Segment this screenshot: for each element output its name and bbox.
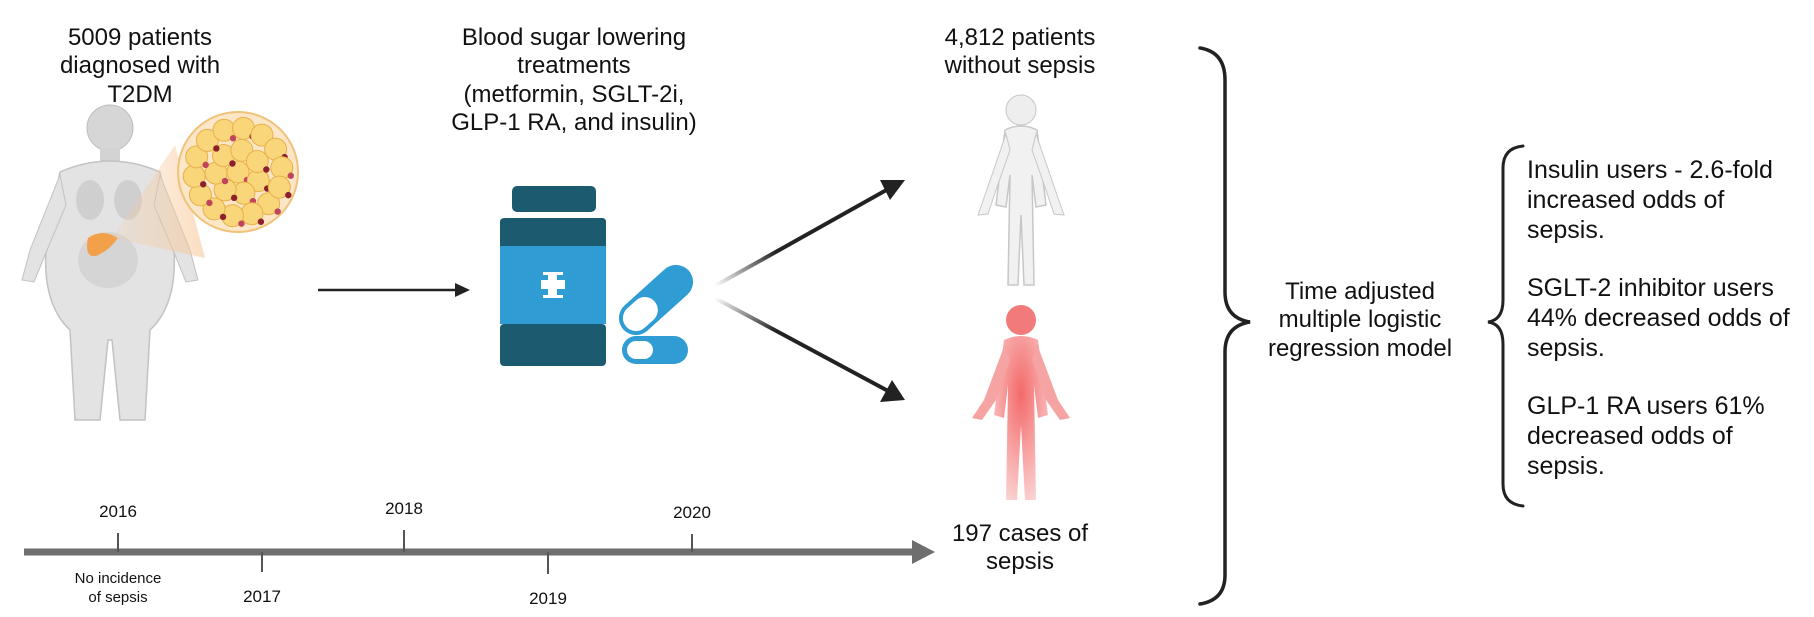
- tablet-pill-icon: [622, 336, 688, 364]
- inflammatory-cell: [206, 199, 213, 207]
- result-insulin-line-3: sepsis.: [1527, 216, 1605, 244]
- inflammatory-cell: [238, 220, 245, 227]
- result-sglt2-line-2: 44% decreased odds of: [1527, 304, 1790, 332]
- model-label: Time adjusted multiple logistic regressi…: [1245, 278, 1475, 363]
- fat-cell: [250, 123, 274, 147]
- large-curly-brace: [1198, 46, 1251, 606]
- inflammatory-cell: [202, 161, 209, 169]
- fat-tissue-magnified-icon: [112, 111, 299, 258]
- result-glp1-line-1: GLP-1 RA users 61%: [1527, 392, 1765, 420]
- result-sglt2-line-1: SGLT-2 inhibitor users: [1527, 274, 1774, 302]
- cohort-line-2: diagnosed with T2DM: [59, 52, 221, 108]
- year-2020-label: 2020: [673, 503, 711, 522]
- no-sepsis-label: 4,812 patients without sepsis: [930, 24, 1110, 81]
- pancreas-icon: [87, 233, 118, 257]
- inflammatory-cell: [285, 191, 292, 199]
- treatments-line-4: GLP-1 RA, and insulin): [451, 108, 697, 136]
- fat-cell: [195, 128, 219, 152]
- fat-cell: [245, 149, 269, 173]
- inflammatory-cell: [200, 181, 207, 188]
- treatments-line-2: treatments: [517, 52, 631, 80]
- model-line-3: regression model: [1267, 334, 1453, 362]
- year-2019-label: 2019: [529, 589, 567, 608]
- timeline: [24, 530, 935, 574]
- result-sglt2-line-3: sepsis.: [1527, 334, 1605, 362]
- sepsis-label: 197 cases of sepsis: [930, 520, 1110, 577]
- treatments-label: Blood sugar lowering treatments (metform…: [438, 24, 710, 137]
- sepsis-line-1: 197 cases of: [951, 520, 1089, 547]
- result-insulin-line-1: Insulin users - 2.6-fold: [1527, 156, 1773, 184]
- arrow-to-sepsis: [714, 296, 905, 402]
- result-insulin-line-2: increased odds of: [1527, 186, 1725, 214]
- no-sepsis-line-2: without sepsis: [944, 52, 1096, 80]
- results-list: Insulin users - 2.6-fold increased odds …: [1527, 155, 1812, 481]
- inflammatory-cell: [219, 213, 227, 221]
- treatments-line-3: (metformin, SGLT-2i,: [463, 80, 685, 108]
- arrow-to-treatments: [318, 283, 470, 297]
- capsule-pill-icon: [618, 264, 694, 336]
- inflammatory-cell: [274, 208, 281, 215]
- model-line-1: Time adjusted: [1285, 278, 1435, 305]
- no-sepsis-line-1: 4,812 patients: [944, 24, 1096, 51]
- inflammatory-cell: [229, 160, 236, 167]
- sepsis-line-2: sepsis: [985, 548, 1055, 576]
- inflammatory-cell: [263, 166, 270, 173]
- year-2016-label: 2016: [99, 502, 137, 521]
- year-2018-label: 2018: [385, 499, 423, 518]
- inflammatory-cell: [229, 135, 237, 142]
- year-2017-label: 2017: [243, 587, 281, 606]
- model-line-2: multiple logistic: [1278, 306, 1442, 334]
- inflammatory-cell: [257, 218, 265, 225]
- cohort-line-1: 5009 patients: [67, 24, 213, 51]
- result-glp1-line-3: sepsis.: [1527, 452, 1605, 480]
- fat-cell: [257, 192, 281, 216]
- result-insulin: Insulin users - 2.6-fold increased odds …: [1527, 155, 1812, 245]
- result-glp1: GLP-1 RA users 61% decreased odds of sep…: [1527, 391, 1812, 481]
- no-incidence-line-1: No incidence: [74, 570, 162, 587]
- inflammatory-cell: [221, 177, 229, 185]
- result-glp1-line-2: decreased odds of: [1527, 422, 1733, 450]
- arrow-to-no-sepsis: [714, 180, 905, 288]
- inflammatory-cell: [230, 194, 238, 202]
- fat-cell: [185, 145, 209, 169]
- cohort-label: 5009 patients diagnosed with T2DM: [30, 24, 250, 109]
- inflammatory-cell: [213, 145, 220, 152]
- treatments-line-1: Blood sugar lowering: [461, 24, 687, 51]
- result-sglt2: SGLT-2 inhibitor users 44% decreased odd…: [1527, 273, 1812, 363]
- no-incidence-note: No incidence of sepsis: [58, 570, 178, 608]
- medication-bottle-icon: [500, 186, 606, 366]
- fat-cell: [267, 175, 291, 199]
- patient-without-sepsis-icon: [977, 94, 1065, 286]
- inflammatory-cell: [287, 172, 294, 179]
- patient-with-sepsis-icon: [972, 305, 1070, 500]
- results-curly-brace: [1487, 144, 1525, 508]
- no-incidence-line-2: of sepsis: [88, 588, 148, 606]
